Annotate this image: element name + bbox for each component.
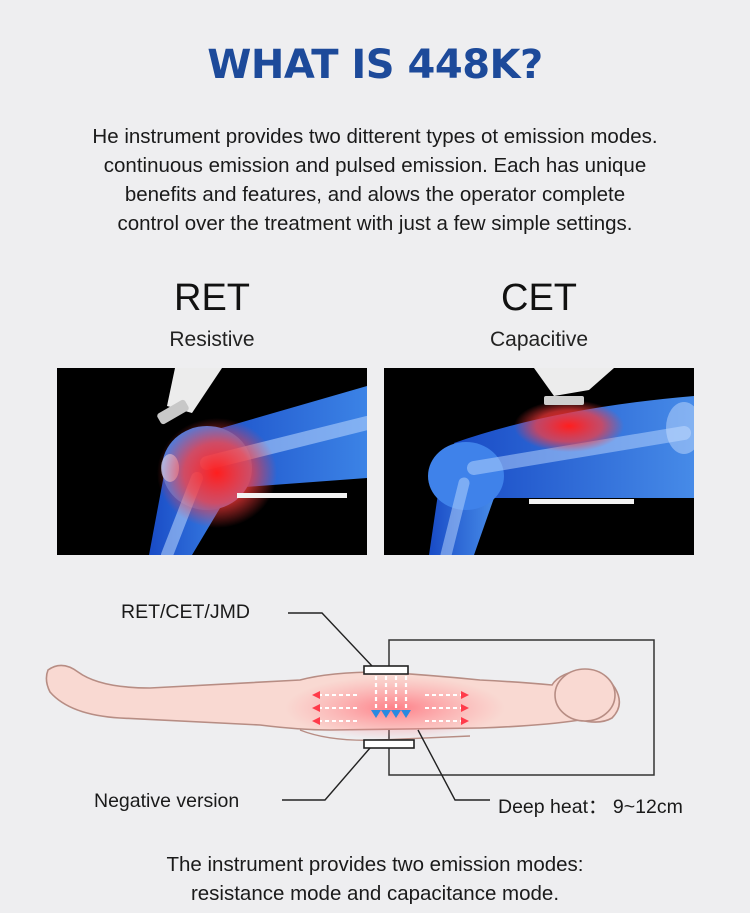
mode-abbr: RET: [174, 277, 250, 319]
ret-knee-illustration: [57, 368, 367, 555]
top-electrode: [363, 665, 409, 675]
intro-paragraph: He instrument provides two ditterent typ…: [30, 122, 720, 238]
negative-leader: [282, 747, 371, 801]
knee-image: [149, 368, 367, 555]
cet-thigh-illustration: [384, 368, 694, 555]
body-diagram: [0, 580, 750, 810]
body-diagram-svg: [45, 612, 655, 801]
intro-line: control over the treatment with just a f…: [117, 212, 633, 235]
intro-line: He instrument provides two ditterent typ…: [92, 125, 658, 148]
bottom-electrode: [363, 739, 415, 749]
negative-version-label: Negative version: [94, 790, 240, 812]
intro-line: benefits and features, and alows the ope…: [124, 183, 626, 206]
mode-name: Resistive: [169, 328, 255, 351]
outro-line: resistance mode and capacitance mode.: [190, 882, 560, 905]
electrode-leader: [288, 612, 373, 667]
intro-line: continuous emission and pulsed emission.…: [103, 154, 647, 177]
mode-name: Capacitive: [489, 328, 589, 351]
outro-paragraph: The instrument provides two emission mod…: [0, 850, 750, 908]
mode-cet-heading: CET Capacitive: [384, 276, 694, 352]
outro-line: The instrument provides two emission mod…: [166, 853, 584, 876]
mode-abbr: CET: [501, 277, 577, 319]
deep-heat-label: Deep heat： 9~12cm: [498, 796, 683, 818]
thigh-image: [428, 368, 694, 555]
mode-ret-heading: RET Resistive: [57, 276, 367, 352]
electrode-label: RET/CET/JMD: [121, 601, 250, 623]
deep-heat-leader: [417, 729, 490, 801]
page-title: WHAT IS 448K?: [207, 42, 543, 88]
